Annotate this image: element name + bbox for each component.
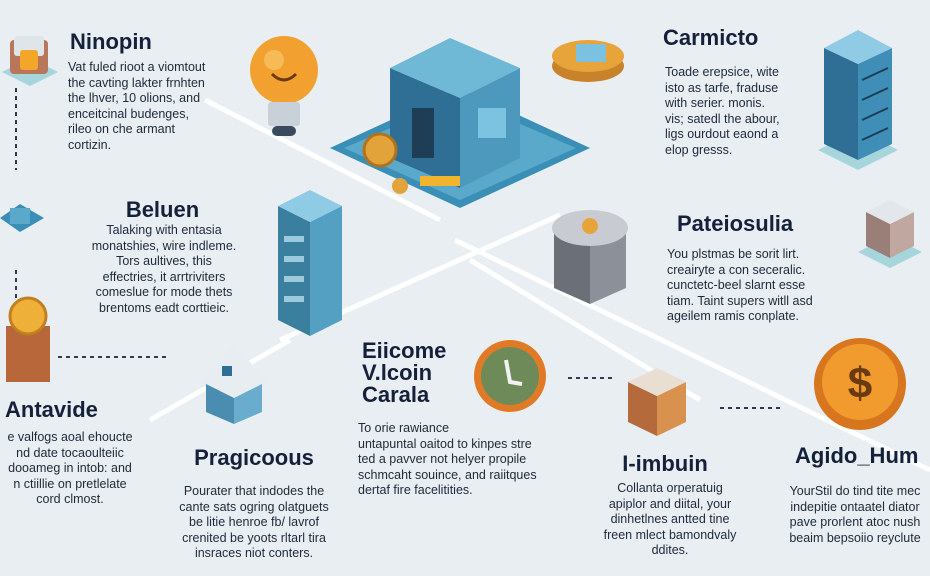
text-line: Vat fuled rioot a viomtout <box>68 60 206 74</box>
text-line: isto as tarfe, fraduse <box>665 80 779 95</box>
text-line: effectries, it arrtriviters <box>102 269 226 284</box>
text-line: elop gresss. <box>665 142 733 157</box>
text-line: cunctetc-beel slarnt esse <box>667 278 806 292</box>
text-line: To orie rawiance <box>358 421 450 435</box>
text-line: Collanta orperatuig <box>617 481 723 495</box>
blue-tower-illustration <box>818 30 898 170</box>
text-line: ted a pavver not helyer propile <box>358 452 527 466</box>
text-line: You plstmas be sorit lirt. <box>667 247 800 261</box>
dollar-coin-illustration: $ <box>814 338 906 430</box>
agidohum-title: Agido_Hum <box>795 443 919 468</box>
text-line: with serier. monis. <box>665 96 766 110</box>
text-line: the lhver, 10 olions, and <box>68 91 201 105</box>
text-line: rileo on che armant <box>68 122 176 136</box>
text-line: the cavting lakter frnhten <box>68 75 205 90</box>
eiicome-title: Eiicome V.lcoin Carala <box>362 340 446 406</box>
cube-stack-illustration <box>628 368 686 436</box>
title-line: Eiicome <box>362 338 447 363</box>
text-line: enceitcinal budenges, <box>68 106 189 121</box>
beluen-description: Talaking with entasia monatshies, wire i… <box>78 223 250 316</box>
antavide-description: e valfogs aoal ehoucte nd date tocaoulte… <box>0 430 150 508</box>
pateiosulia-description: You plstmas be sorit lirt. creairyte a c… <box>667 247 813 325</box>
central-bank-building-illustration <box>330 38 590 208</box>
coin-stack-illustration <box>552 40 624 82</box>
carmicto-description: Toade erepsice, wite isto as tarfe, frad… <box>665 65 780 158</box>
text-line: ageilem ramis conplate. <box>667 309 800 323</box>
text-line: tiam. Taint supers witll asd <box>667 293 813 308</box>
title-line: Carala <box>362 382 430 407</box>
text-line: untapuntal oaitod to kinpes stre <box>358 436 532 451</box>
text-line: monatshies, wire indleme. <box>91 238 237 253</box>
eiicome-description: To orie rawiance untapuntal oaitod to ki… <box>358 421 537 499</box>
grey-building-illustration <box>552 210 628 304</box>
svg-text:$: $ <box>848 359 872 408</box>
text-line: be litie henroe fb/ lavrof <box>189 515 319 529</box>
text-line: e valfogs aoal ehoucte <box>7 430 133 444</box>
iimbuin-title: I-imbuin <box>622 451 708 476</box>
text-line: creairyte a con seceralic. <box>667 262 806 277</box>
text-line: freen mlect bamondvaly <box>603 527 737 542</box>
text-line: Toade erepsice, wite <box>665 65 779 79</box>
text-line: beaim bepsoiio reyclute <box>789 530 921 545</box>
lightbulb-illustration <box>250 36 318 136</box>
pragicoous-title: Pragicoous <box>194 445 314 470</box>
text-line: dinhetlnes antted tine <box>610 512 730 526</box>
text-line: nd date tocaoulteiic <box>16 445 124 460</box>
ninopin-description: Vat fuled rioot a viomtout the cavting l… <box>68 60 205 153</box>
ninopin-title: Ninopin <box>70 29 152 54</box>
text-line: insraces niot conters. <box>194 546 314 560</box>
text-line: crenited be yoots rltarl tira <box>182 530 326 545</box>
text-line: Tors aultives, this <box>116 254 212 268</box>
text-line: cortizin. <box>68 137 112 152</box>
beluen-title: Beluen <box>125 197 200 222</box>
text-line: cord clmost. <box>36 492 104 506</box>
text-line: pave prorlent atoc nush <box>789 515 921 529</box>
office-tower-illustration <box>278 190 342 336</box>
iimbuin-description: Collanta orperatuig apiplor and diital, … <box>590 481 750 559</box>
text-line: comeslue for mode thets <box>95 285 233 299</box>
pateiosulia-title: Pateiosulia <box>677 211 794 236</box>
text-line: ddites. <box>651 543 689 557</box>
rooftop-building-illustration <box>858 200 922 268</box>
text-line: brentoms eadt corttieic. <box>99 300 229 315</box>
antavide-title: Antavide <box>5 397 98 422</box>
text-line: n ctiillie on pretlelate <box>13 476 127 491</box>
agidohum-description: YourStil do tind tite mec indepitie onta… <box>770 484 930 546</box>
title-line: V.lcoin <box>362 360 433 385</box>
text-line: YourStil do tind tite mec <box>789 484 921 498</box>
text-line: dooameg in intob: and <box>8 461 132 475</box>
clock-coin-illustration <box>474 340 546 412</box>
text-line: schmcaht souince, and raiitques <box>358 467 537 482</box>
small-chip-illustration <box>0 204 44 232</box>
pragicoous-description: Pourater that indodes the cante sats ogr… <box>163 484 345 562</box>
house-illustration <box>198 344 270 424</box>
text-line: Pourater that indodes the <box>183 484 325 498</box>
text-line: vis; satedl the abour, <box>665 111 780 126</box>
cpu-chip-illustration <box>2 36 58 86</box>
text-line: apiplor and diital, your <box>608 496 732 511</box>
text-line: cante sats ogring olatguets <box>179 499 329 514</box>
coin-tower-illustration <box>6 296 50 382</box>
text-line: dertaf fire facelitities. <box>358 483 473 497</box>
text-line: indepitie ontaatel diator <box>790 499 920 514</box>
carmicto-title: Carmicto <box>663 25 759 50</box>
text-line: ligs ourdout eaond a <box>665 127 779 141</box>
text-line: Talaking with entasia <box>106 223 222 237</box>
